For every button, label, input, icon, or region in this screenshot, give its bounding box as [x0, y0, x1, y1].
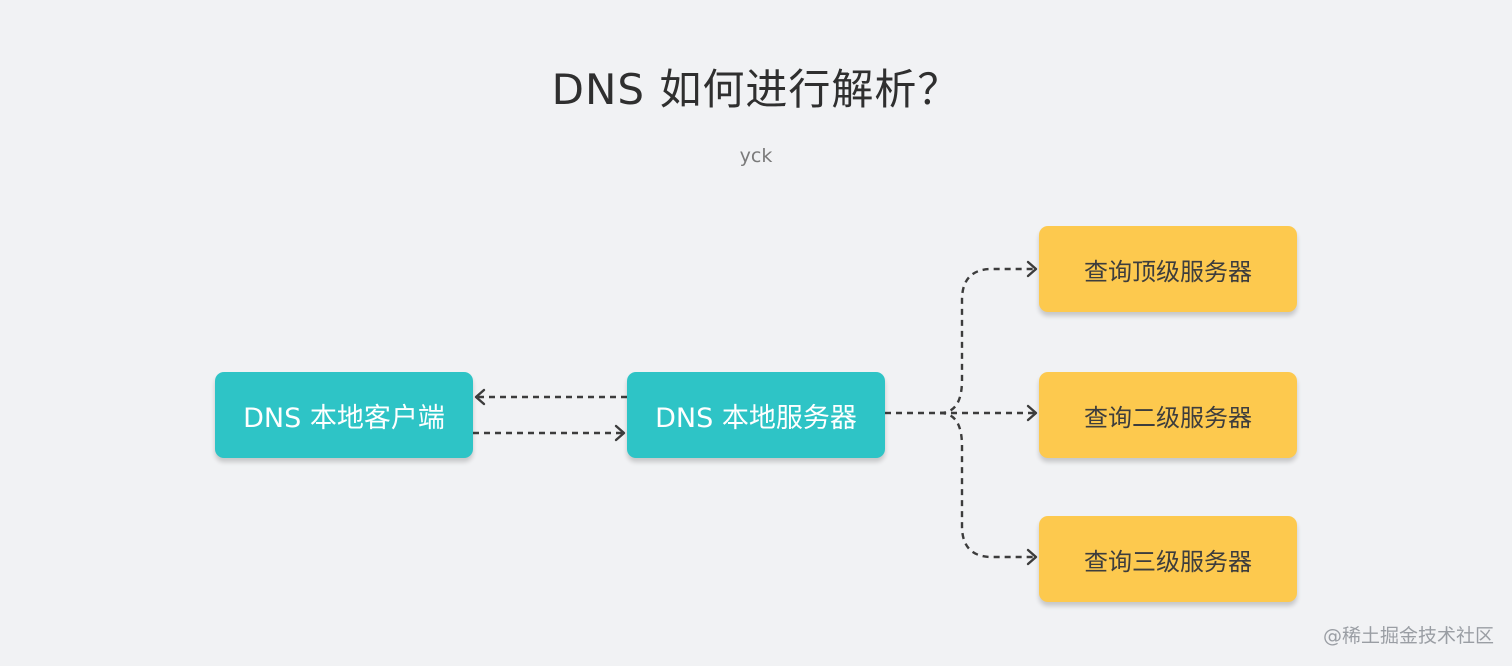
- node-top-level-server: 查询顶级服务器: [1039, 226, 1297, 312]
- node-third-level-server: 查询三级服务器: [1039, 516, 1297, 602]
- arrowhead-second-level: [1026, 404, 1038, 422]
- arrowhead-client: [474, 388, 486, 406]
- node-dns-local-server-label: DNS 本地服务器: [655, 402, 857, 434]
- node-dns-local-client: DNS 本地客户端: [215, 372, 473, 458]
- node-third-level-server-label: 查询三级服务器: [1084, 547, 1252, 576]
- node-second-level-server-label: 查询二级服务器: [1084, 403, 1252, 432]
- node-dns-local-server: DNS 本地服务器: [627, 372, 885, 458]
- edge-to-third-level: [939, 411, 1034, 559]
- edge-to-top-level: [939, 267, 1034, 415]
- arrowhead-top-level: [1026, 260, 1038, 278]
- diagram-title: DNS 如何进行解析？: [551, 65, 961, 114]
- arrowhead-local-server: [614, 424, 626, 442]
- node-second-level-server: 查询二级服务器: [1039, 372, 1297, 458]
- node-dns-local-client-label: DNS 本地客户端: [243, 402, 445, 434]
- watermark: @稀土掘金技术社区: [1322, 625, 1494, 647]
- diagram-subtitle: yck: [739, 145, 773, 167]
- node-top-level-server-label: 查询顶级服务器: [1084, 257, 1252, 286]
- arrowhead-third-level: [1026, 548, 1038, 566]
